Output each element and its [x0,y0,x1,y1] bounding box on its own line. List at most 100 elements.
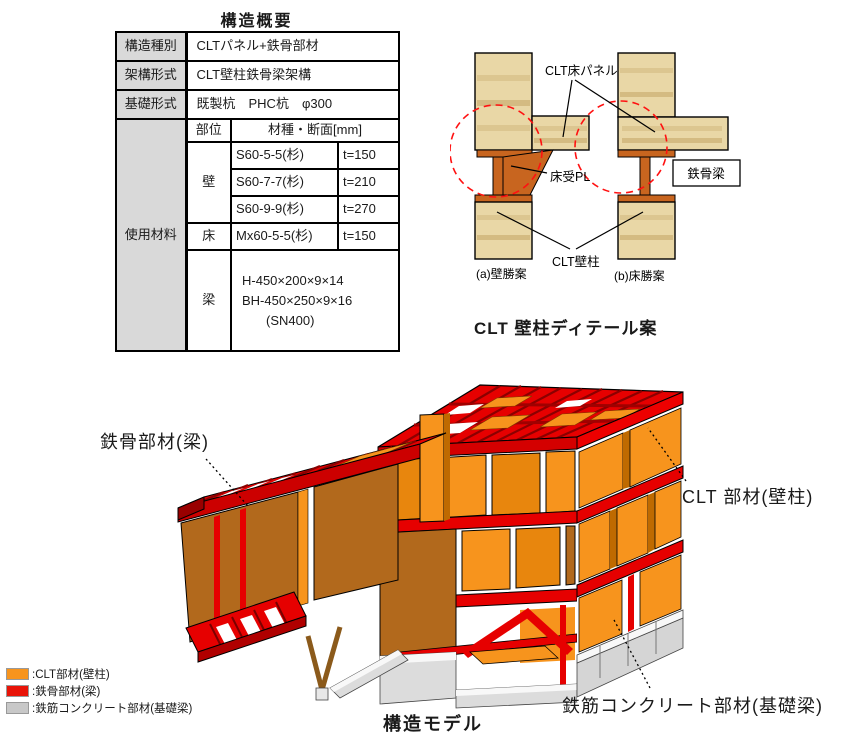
legend-item-steel: :鉄骨部材(梁) [6,682,192,699]
rc-color-swatch [6,701,29,714]
leader-line [574,79,656,133]
wall-spec: S60-9-9(杉) [230,195,339,224]
wood-grain [477,100,530,106]
frame-rung [293,464,321,479]
clt-panel [616,494,649,567]
main-block-left-face [377,449,578,709]
clt-panel [461,528,511,592]
row-label: 基礎形式 [115,89,188,120]
wood-grain [620,92,673,97]
caption-a: (a)壁勝案 [476,266,527,281]
clt-panel [515,526,561,589]
detail-a [450,52,590,260]
rc-foundation-top [330,650,402,692]
wood-grain [620,235,673,240]
wall-thickness: t=210 [337,168,400,197]
model-caption: 構造モデル [383,714,483,734]
wood-grain [477,75,530,81]
floor-spec: Mx60-5-5(杉) [230,222,339,251]
frame-rung [275,601,289,627]
clt-panel [545,450,576,514]
rc-foundation-top [456,684,577,696]
steel-member-label: 鉄骨部材(梁) [100,432,209,452]
roof-fascia-right [576,391,684,450]
roof-clt-deck [479,395,533,409]
wood-grain [477,215,530,220]
wood-grain [622,126,722,131]
col-spec-header: 材種・断面[mm] [230,118,400,143]
wall-thickness: t=150 [337,141,400,170]
leader-line-rc [612,617,651,689]
caption-b: (b)床勝案 [614,268,665,283]
steel-brace [462,608,534,658]
legend-item-rc: :鉄筋コンクリート部材(基礎梁) [6,699,192,716]
steel-beam-callout-box [672,159,741,187]
beam-spec-line: H-450×200×9×14 [242,272,344,288]
clt-wall-panel-lower [474,201,533,260]
clt-panel-edge [623,430,630,489]
wall-row: S60-7-7(杉) t=210 [116,168,400,197]
timber-strut [305,626,343,700]
beam-row: 梁 H-450×200×9×14 BH-450×250×9×16 (SN400) [116,249,400,352]
floor-part-label: 床 [185,222,232,251]
wall-thickness: t=270 [337,195,400,224]
floor-thickness: t=150 [337,222,400,251]
strut-footing [315,687,329,701]
clt-panel-edge [565,525,576,586]
leader-line-clt [647,427,687,482]
joint-highlight-circle [574,100,668,194]
steel-color-swatch [6,684,29,697]
roof-clt-deck [539,411,598,428]
wing-end-cap [177,496,205,521]
wood-grain [477,125,530,131]
wall-part-label: 壁 [185,141,232,224]
clt-panel [639,554,682,627]
clt-panel [654,480,682,550]
wall-spec: S60-5-5(杉) [230,141,339,170]
beam-spec-line: BH-450×250×9×16 [242,292,353,308]
tall-clt-wall-column [419,413,445,523]
table-row: 基礎形式 既製杭 PHC杭 φ300 [115,89,400,120]
model-legend: :CLT部材(壁柱) :鉄骨部材(梁) :鉄筋コンクリート部材(基礎梁) [6,665,192,716]
clt-member-label: CLT 部材(壁柱) [682,487,814,507]
roof-opening [555,399,592,408]
clt-panel-edge [648,492,655,553]
col-part-header: 部位 [185,118,232,143]
clt-wall-panel-upper [617,52,676,118]
detail-caption: CLT 壁柱ディテール案 [474,319,658,338]
roof-opening [445,404,484,415]
clt-color-swatch [6,667,29,680]
wood-grain [477,235,530,240]
clt-panel-edge [610,508,617,569]
wood-grain [534,126,587,131]
legend-label: :鉄筋コンクリート部材(基礎梁) [32,702,193,715]
roof-clt-deck [589,408,641,421]
wood-grain [620,68,673,73]
row-value: CLT壁柱鉄骨梁架構 [185,60,400,91]
structure-spec-table: 構造種別 CLTパネル+鉄骨部材 架構形式 CLT壁柱鉄骨梁架構 基礎形式 既製… [115,31,400,352]
wood-grain [534,138,587,143]
wood-grain [620,215,673,220]
table-row: 構造種別 CLTパネル+鉄骨部材 [115,31,400,62]
clt-wall-panel-lower [617,201,676,260]
clt-panel-edge [444,413,450,521]
row-value: CLTパネル+鉄骨部材 [185,31,400,62]
leader-line [510,165,548,174]
clt-panel [491,452,541,516]
wall-row: S60-9-9(杉) t=270 [116,195,400,224]
roof-clt-deck [469,414,531,431]
beam-part-label: 梁 [185,249,232,352]
clt-panel [629,407,682,488]
wall-column-label: CLT壁柱 [552,254,600,269]
materials-header-row: 使用材料 部位 材種・断面[mm] [115,118,400,352]
legend-label: :鉄骨部材(梁) [32,685,101,698]
wing-clt-wall [313,463,399,601]
frame-rung [209,623,223,649]
bottom-plate [617,194,676,203]
structural-model-3d [177,384,687,709]
steel-post [214,515,220,635]
wall-spec: S60-7-7(杉) [230,168,339,197]
row-label: 架構形式 [115,60,188,91]
steel-post [240,508,246,628]
